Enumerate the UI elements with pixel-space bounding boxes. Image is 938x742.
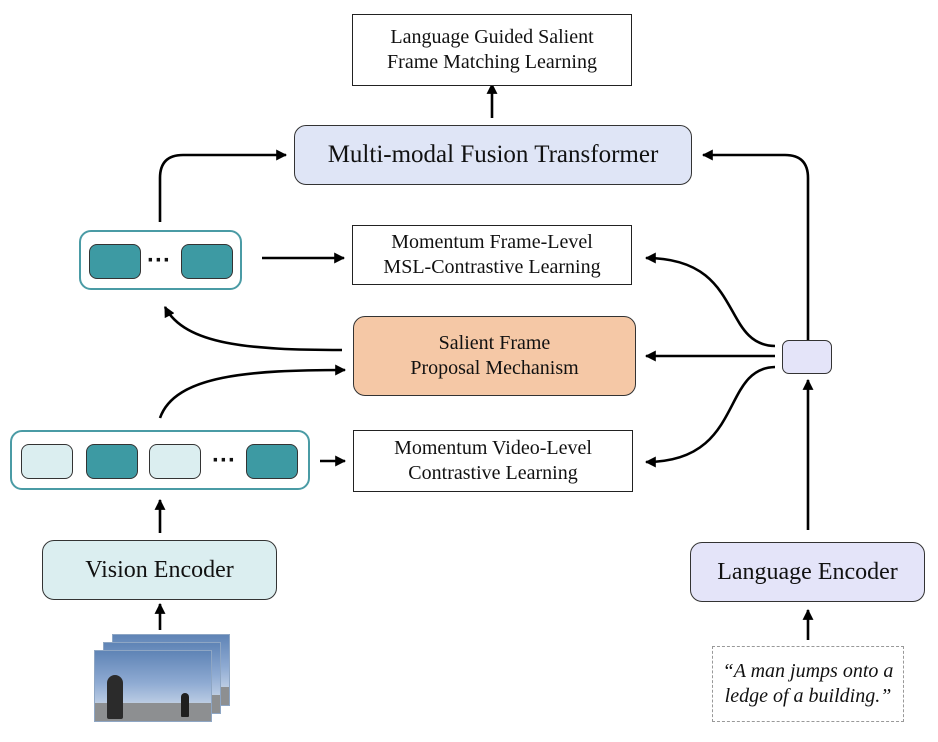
video-contrastive-box: Momentum Video-Level Contrastive Learnin… [353,430,633,492]
frame-token [89,244,141,279]
video-frame [94,650,212,722]
salient-frame-sequence: ··· [79,230,242,290]
language-encoder-label: Language Encoder [717,559,898,585]
arrow-video-to-proposal [158,364,347,419]
video-token [21,444,73,479]
frame-contrastive-line1: Momentum Frame-Level [391,231,593,253]
salient-frame-matching-line1: Language Guided Salient [390,26,594,48]
arrow-language-to-fusion [701,149,810,340]
arrow-frames-to-fusion [158,149,288,222]
frame-contrastive-line2: MSL-Contrastive Learning [383,256,601,278]
video-frames-image [94,634,230,726]
text-query-line2: ledge of a building.” [724,685,892,707]
salient-proposal-line1: Salient Frame [438,332,551,354]
arrow-proposal-to-frames [163,306,343,352]
video-contrastive-line2: Contrastive Learning [408,462,578,484]
frame-contrastive-box: Momentum Frame-Level MSL-Contrastive Lea… [352,225,632,285]
vision-encoder-box: Vision Encoder [42,540,277,600]
video-token [246,444,298,479]
language-encoder-box: Language Encoder [690,542,925,602]
frame-token [181,244,233,279]
video-frame-sequence: ··· [10,430,310,490]
text-query-line1: “A man jumps onto a [722,660,894,682]
vision-encoder-label: Vision Encoder [85,557,234,583]
salient-proposal-line2: Proposal Mechanism [410,357,579,379]
video-contrastive-line1: Momentum Video-Level [394,437,592,459]
arrow-langtoken-to-frame-contrastive [644,252,776,348]
salient-frame-matching-line2: Frame Matching Learning [387,51,597,73]
fusion-transformer-label: Multi-modal Fusion Transformer [327,141,659,169]
frame-ellipsis: ··· [147,247,171,274]
text-query-box: “A man jumps onto a ledge of a building.… [712,646,904,722]
language-token [782,340,832,374]
video-token [149,444,201,479]
salient-proposal-box: Salient Frame Proposal Mechanism [353,316,636,396]
arrow-langtoken-to-video-contrastive [644,365,776,468]
video-token [86,444,138,479]
salient-frame-matching-box: Language Guided Salient Frame Matching L… [352,14,632,86]
video-ellipsis: ··· [212,447,236,474]
fusion-transformer-box: Multi-modal Fusion Transformer [294,125,692,185]
